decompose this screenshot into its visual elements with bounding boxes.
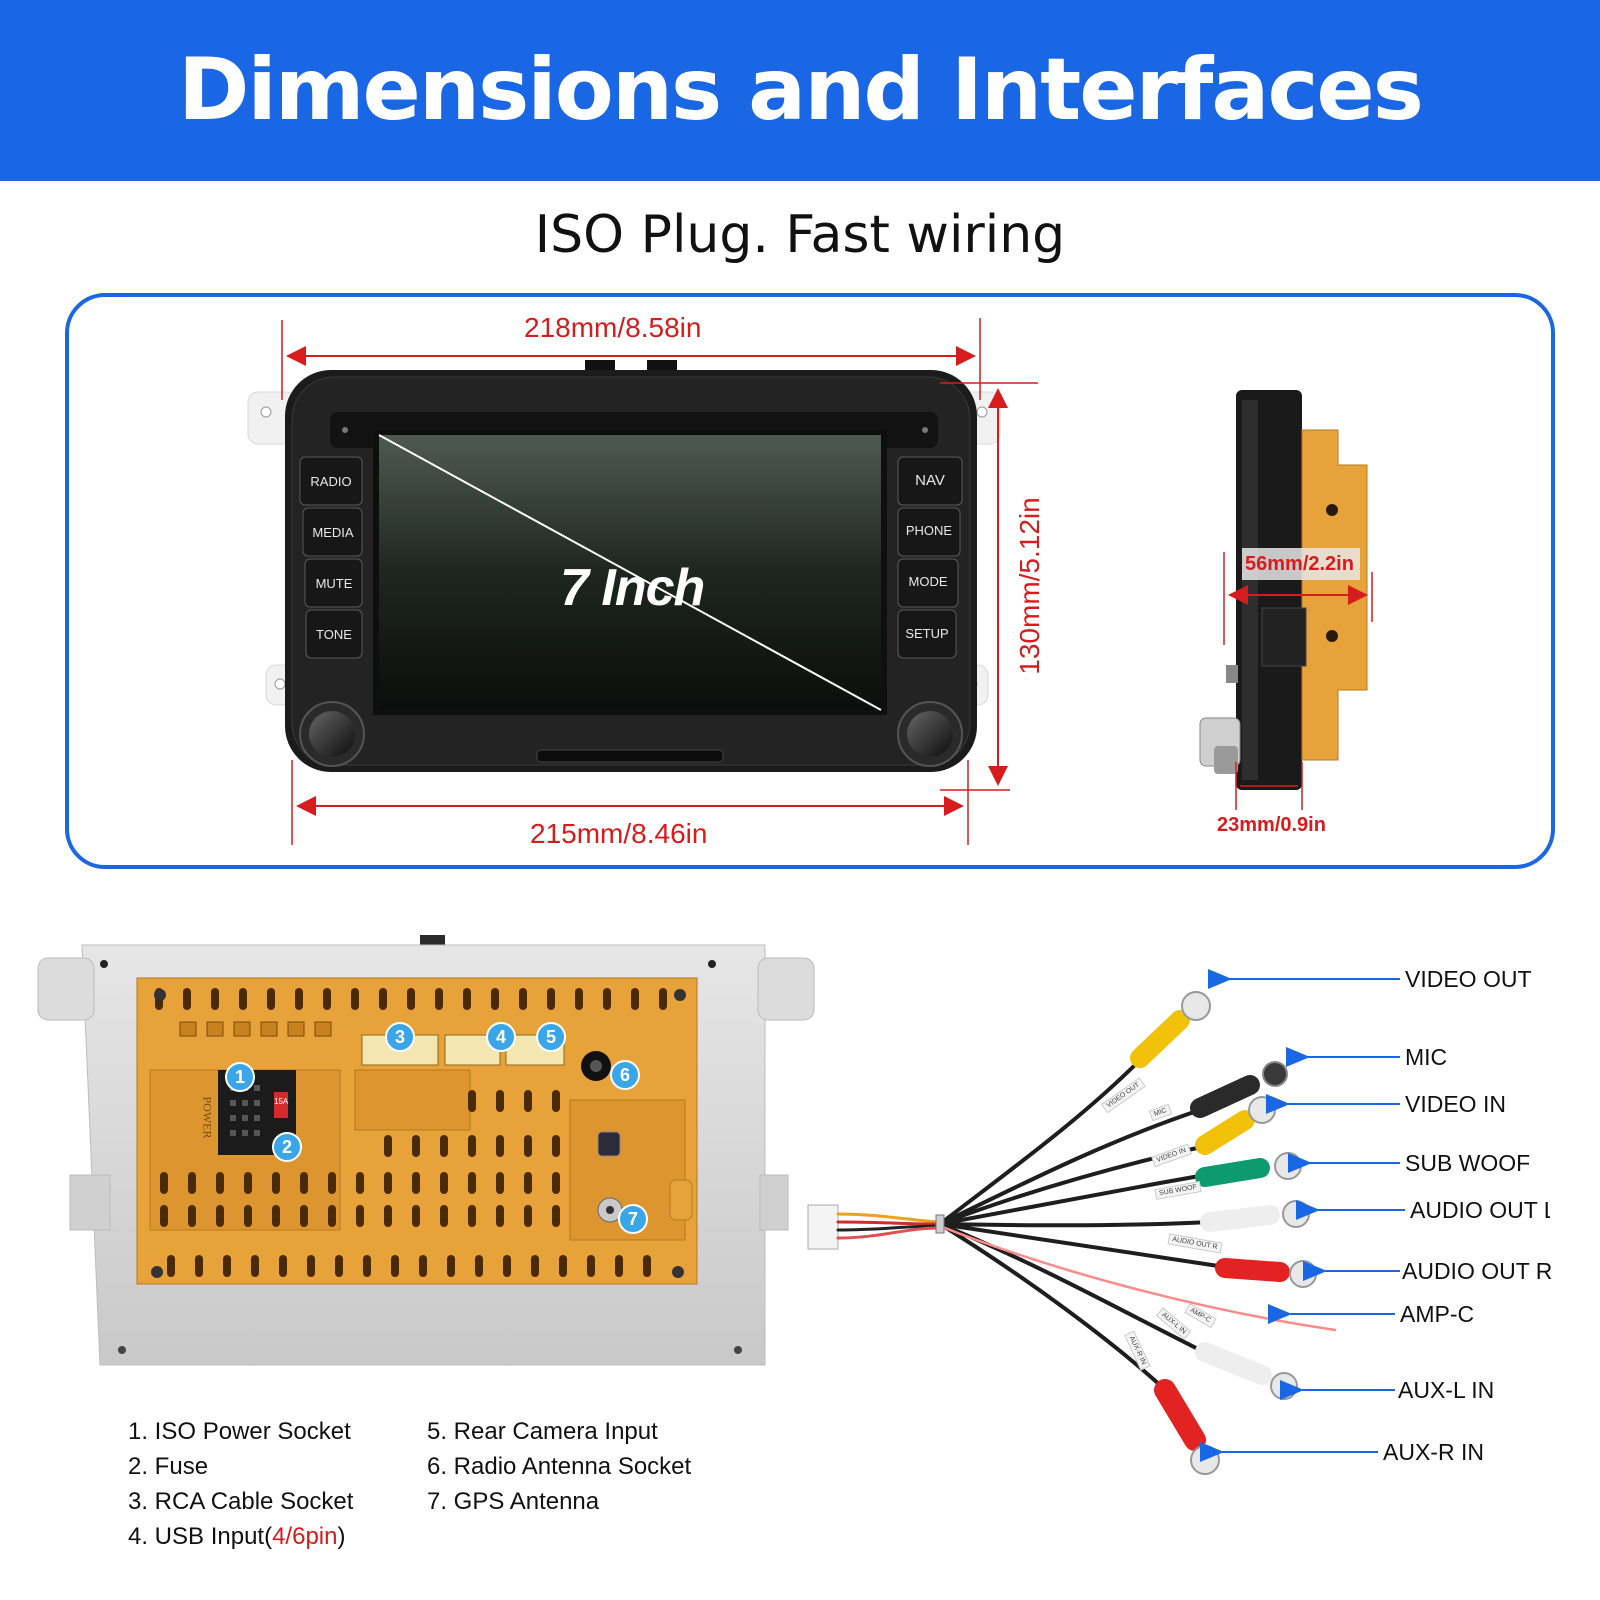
dim-side-thickness: 23mm/0.9in [1217,814,1326,836]
legend-item-5: 5. Rear Camera Input [427,1418,658,1445]
front-button-mode [897,558,959,608]
legend-item-2: 2. Fuse [128,1453,209,1480]
front-button-radio [299,456,363,506]
badge-4: 4 [486,1022,516,1052]
dim-top-width: 218mm/8.58in [524,312,702,343]
cable-label-sub-woof: SUB WOOF [1405,1150,1531,1176]
front-button-mute-label: MUTE [315,576,353,591]
header-band [0,0,1600,181]
legend-item-4: 4. USB Input(4/6pin) [128,1519,353,1554]
cable-label-aux-l-in: AUX-L IN [1398,1377,1495,1403]
cable-label-audio-out-r: AUDIO OUT R [1402,1258,1553,1284]
badge-5: 5 [536,1022,566,1052]
front-button-radio-label: RADIO [310,474,352,489]
front-button-setup-label: SETUP [905,626,949,641]
cable-label-video-out: VIDEO OUT [1405,966,1532,992]
legend-item-4-highlight: 4/6pin [272,1523,338,1550]
legend-item-3: 3. RCA Cable Socket [128,1488,354,1515]
front-button-phone-label: PHONE [905,523,953,538]
front-button-mute [304,558,363,608]
rear-panel [37,935,815,1366]
front-button-media-label: MEDIA [312,525,354,540]
front-button-tone-label: TONE [316,627,352,642]
front-button-nav [897,456,963,506]
badge-7: 7 [618,1204,648,1234]
cable-label-amp-c: AMP-C [1400,1301,1475,1327]
cable-label-aux-r-in: AUX-R IN [1383,1439,1484,1465]
page-title: Dimensions and Interfaces [178,40,1424,140]
badge-6: 6 [610,1060,640,1090]
badge-2: 2 [272,1132,302,1162]
front-dimension-lines [281,318,1038,845]
front-button-mode-label: MODE [908,574,948,589]
front-button-nav-label: NAV [915,472,945,489]
screen-size-label: 7 Inch [560,559,705,617]
cable-label-video-in: VIDEO IN [1405,1091,1506,1117]
front-unit [247,360,1001,772]
front-button-setup [897,609,957,659]
badge-3: 3 [385,1022,415,1052]
cable-pointer-lines [1200,969,1405,1462]
legend-item-1: 1. ISO Power Socket [128,1418,351,1445]
fuse [274,1092,288,1118]
dim-bottom-width: 215mm/8.46in [530,818,708,849]
side-unit [1199,390,1368,790]
fuse-rating-text: 15A [274,1097,289,1106]
legend-left: 1. ISO Power Socket 2. Fuse 3. RCA Cable… [128,1414,353,1554]
legend-item-4-prefix: 4. USB Input( [128,1523,273,1550]
legend-item-4-suffix: ) [337,1523,346,1550]
badge-1: 1 [225,1062,255,1092]
side-dimension-lines [1223,548,1373,810]
legend-item-6: 6. Radio Antenna Socket [427,1453,692,1480]
legend-item-7: 7. GPS Antenna [427,1488,600,1515]
page-subtitle: ISO Plug. Fast wiring [534,205,1066,265]
cable-label-mic: MIC [1405,1044,1448,1070]
front-button-phone [897,507,961,557]
cable-label-audio-out-l: AUDIO OUT L [1410,1197,1550,1223]
cable-harness [807,991,1337,1475]
front-button-media [302,507,363,557]
dim-side-depth: 56mm/2.2in [1245,553,1354,575]
front-button-tone [305,609,363,659]
power-socket-text: POWER [200,1096,215,1139]
dim-height: 130mm/5.12in [1014,497,1045,675]
legend-right: 5. Rear Camera Input 6. Radio Antenna So… [427,1414,691,1519]
